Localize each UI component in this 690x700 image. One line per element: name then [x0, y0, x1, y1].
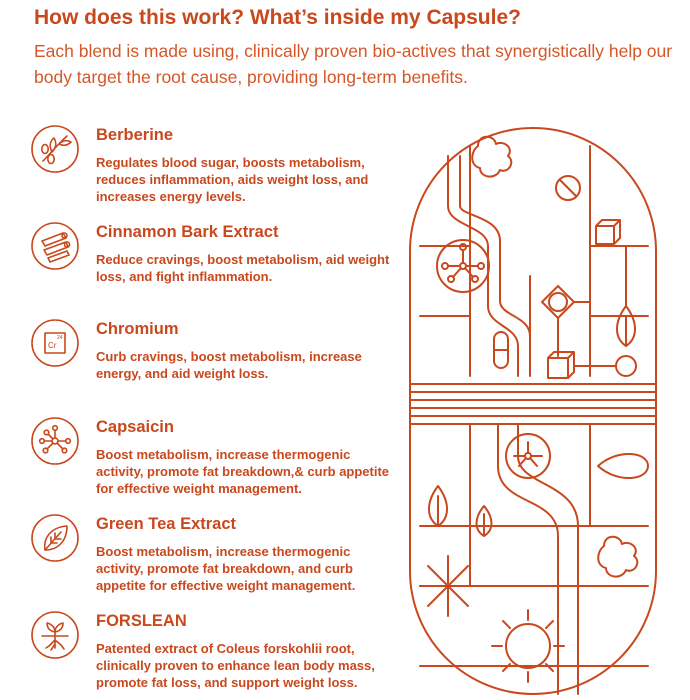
ingredient-name: Berberine [96, 126, 174, 144]
chromium-element-icon: Cr 24 [30, 318, 80, 368]
cloud-flower-icon [471, 135, 513, 178]
leaf-icon [30, 513, 80, 563]
leaf-lower-left-icon [428, 485, 448, 527]
ingredient-name: FORSLEAN [96, 612, 187, 630]
snowflake-icon [419, 555, 477, 617]
drop-icon [597, 452, 649, 480]
root-icon [30, 610, 80, 660]
ingredient-description: Regulates blood sugar, boosts metabolism… [96, 155, 369, 204]
molecule-circle-lower-icon [505, 433, 551, 479]
ingredient-name: Capsaicin [96, 418, 174, 436]
chromium-symbol: Cr [48, 341, 57, 350]
diamond-node-icon [541, 285, 575, 319]
ingredient-description: Reduce cravings, boost metabolism, aid w… [96, 252, 390, 284]
ingredient-name: Chromium [96, 320, 179, 338]
ingredient-name: Green Tea Extract [96, 515, 237, 533]
cube-icon [595, 219, 621, 245]
chromium-atomic-number: 24 [57, 335, 63, 341]
cloud-flower-lower-icon [597, 535, 639, 578]
tablet-icon [555, 175, 581, 201]
ingredient-description: Patented extract of Coleus forskohlii ro… [96, 641, 375, 690]
leaf-lower-center-icon [475, 505, 493, 537]
molecule-icon [30, 416, 80, 466]
sun-icon [505, 623, 551, 669]
page-title: How does this work? What’s inside my Cap… [34, 6, 521, 29]
cinnamon-sticks-icon [30, 221, 80, 271]
intro-text: Each blend is made using, clinically pro… [34, 41, 673, 87]
ingredient-description: Boost metabolism, increase thermogenic a… [96, 447, 390, 496]
olive-branch-icon [30, 124, 80, 174]
capsule-illustration [408, 126, 668, 698]
ingredient-name: Cinnamon Bark Extract [96, 223, 279, 241]
ingredient-description: Boost metabolism, increase thermogenic a… [96, 544, 356, 593]
capsule-outline [409, 127, 657, 695]
molecule-circle-icon [436, 239, 490, 293]
leaf-outline-icon [616, 305, 636, 347]
ingredient-description: Curb cravings, boost metabolism, increas… [96, 349, 362, 381]
